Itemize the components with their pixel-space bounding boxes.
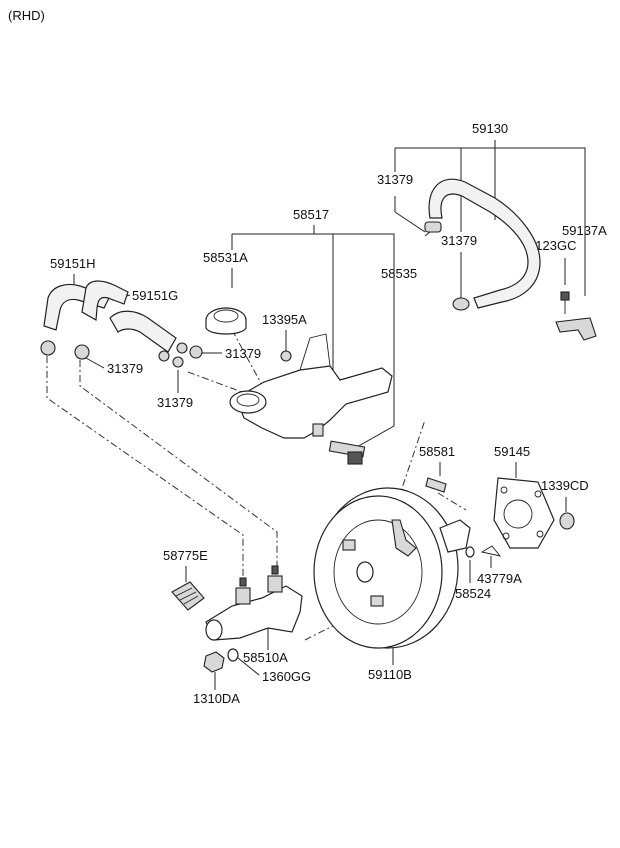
brake-booster-59110b: [313, 477, 471, 649]
inlet-fitting-icon: [267, 575, 283, 593]
stud-icon: [370, 595, 384, 607]
assembly-lines: [46, 231, 467, 641]
vacuum-hose-59130: [424, 178, 597, 341]
label-31379-lower: 31379: [157, 395, 193, 410]
hose-clamp-icon: [172, 356, 184, 368]
nut-icon: [559, 512, 575, 530]
label-31379-upper: 31379: [377, 172, 413, 187]
inlet-fitting-icon: [235, 587, 251, 605]
nut-icon: [203, 651, 225, 673]
label-43779a: 43779A: [477, 571, 522, 586]
label-59110b: 59110B: [368, 667, 412, 682]
label-58531a: 58531A: [203, 250, 248, 265]
label-58581: 58581: [419, 444, 455, 459]
hose-clamp-icon: [158, 350, 170, 362]
hose-59151h: [43, 280, 129, 331]
hose-clamp-icon: [424, 221, 442, 233]
master-cylinder-58510a: [171, 565, 303, 673]
label-58510a: 58510A: [243, 650, 288, 665]
label-1310da: 1310DA: [193, 691, 240, 706]
label-58517: 58517: [293, 207, 329, 222]
label-58775e: 58775E: [163, 548, 208, 563]
leader-lines: [73, 140, 586, 690]
label-59151h: 59151H: [50, 256, 96, 271]
variant-note: (RHD): [8, 8, 45, 23]
reservoir-58517: [205, 307, 393, 465]
gasket-59145: [465, 477, 575, 558]
label-58524: 58524: [455, 586, 491, 601]
label-1123gc: 1123GC: [529, 238, 576, 253]
label-1360gg: 1360GG: [262, 669, 311, 684]
nut-icon: [280, 350, 292, 362]
label-31379-mid: 31379: [441, 233, 477, 248]
hose-clamp-icon: [40, 340, 56, 356]
label-13395a: 13395A: [262, 312, 307, 327]
hose-clamp-icon: [176, 342, 188, 354]
label-59145: 59145: [494, 444, 530, 459]
hose-clamp-icon: [452, 297, 470, 311]
label-1339cd: 1339CD: [541, 478, 589, 493]
hose-clamp-icon: [189, 345, 203, 359]
label-59130: 59130: [472, 121, 508, 136]
hose-59151g: [40, 310, 203, 368]
label-58535: 58535: [381, 266, 417, 281]
label-31379-left: 31379: [107, 361, 143, 376]
stud-icon: [342, 539, 356, 551]
label-31379-right: 31379: [225, 346, 261, 361]
label-59151g: 59151G: [132, 288, 178, 303]
hose-clamp-icon: [74, 344, 90, 360]
